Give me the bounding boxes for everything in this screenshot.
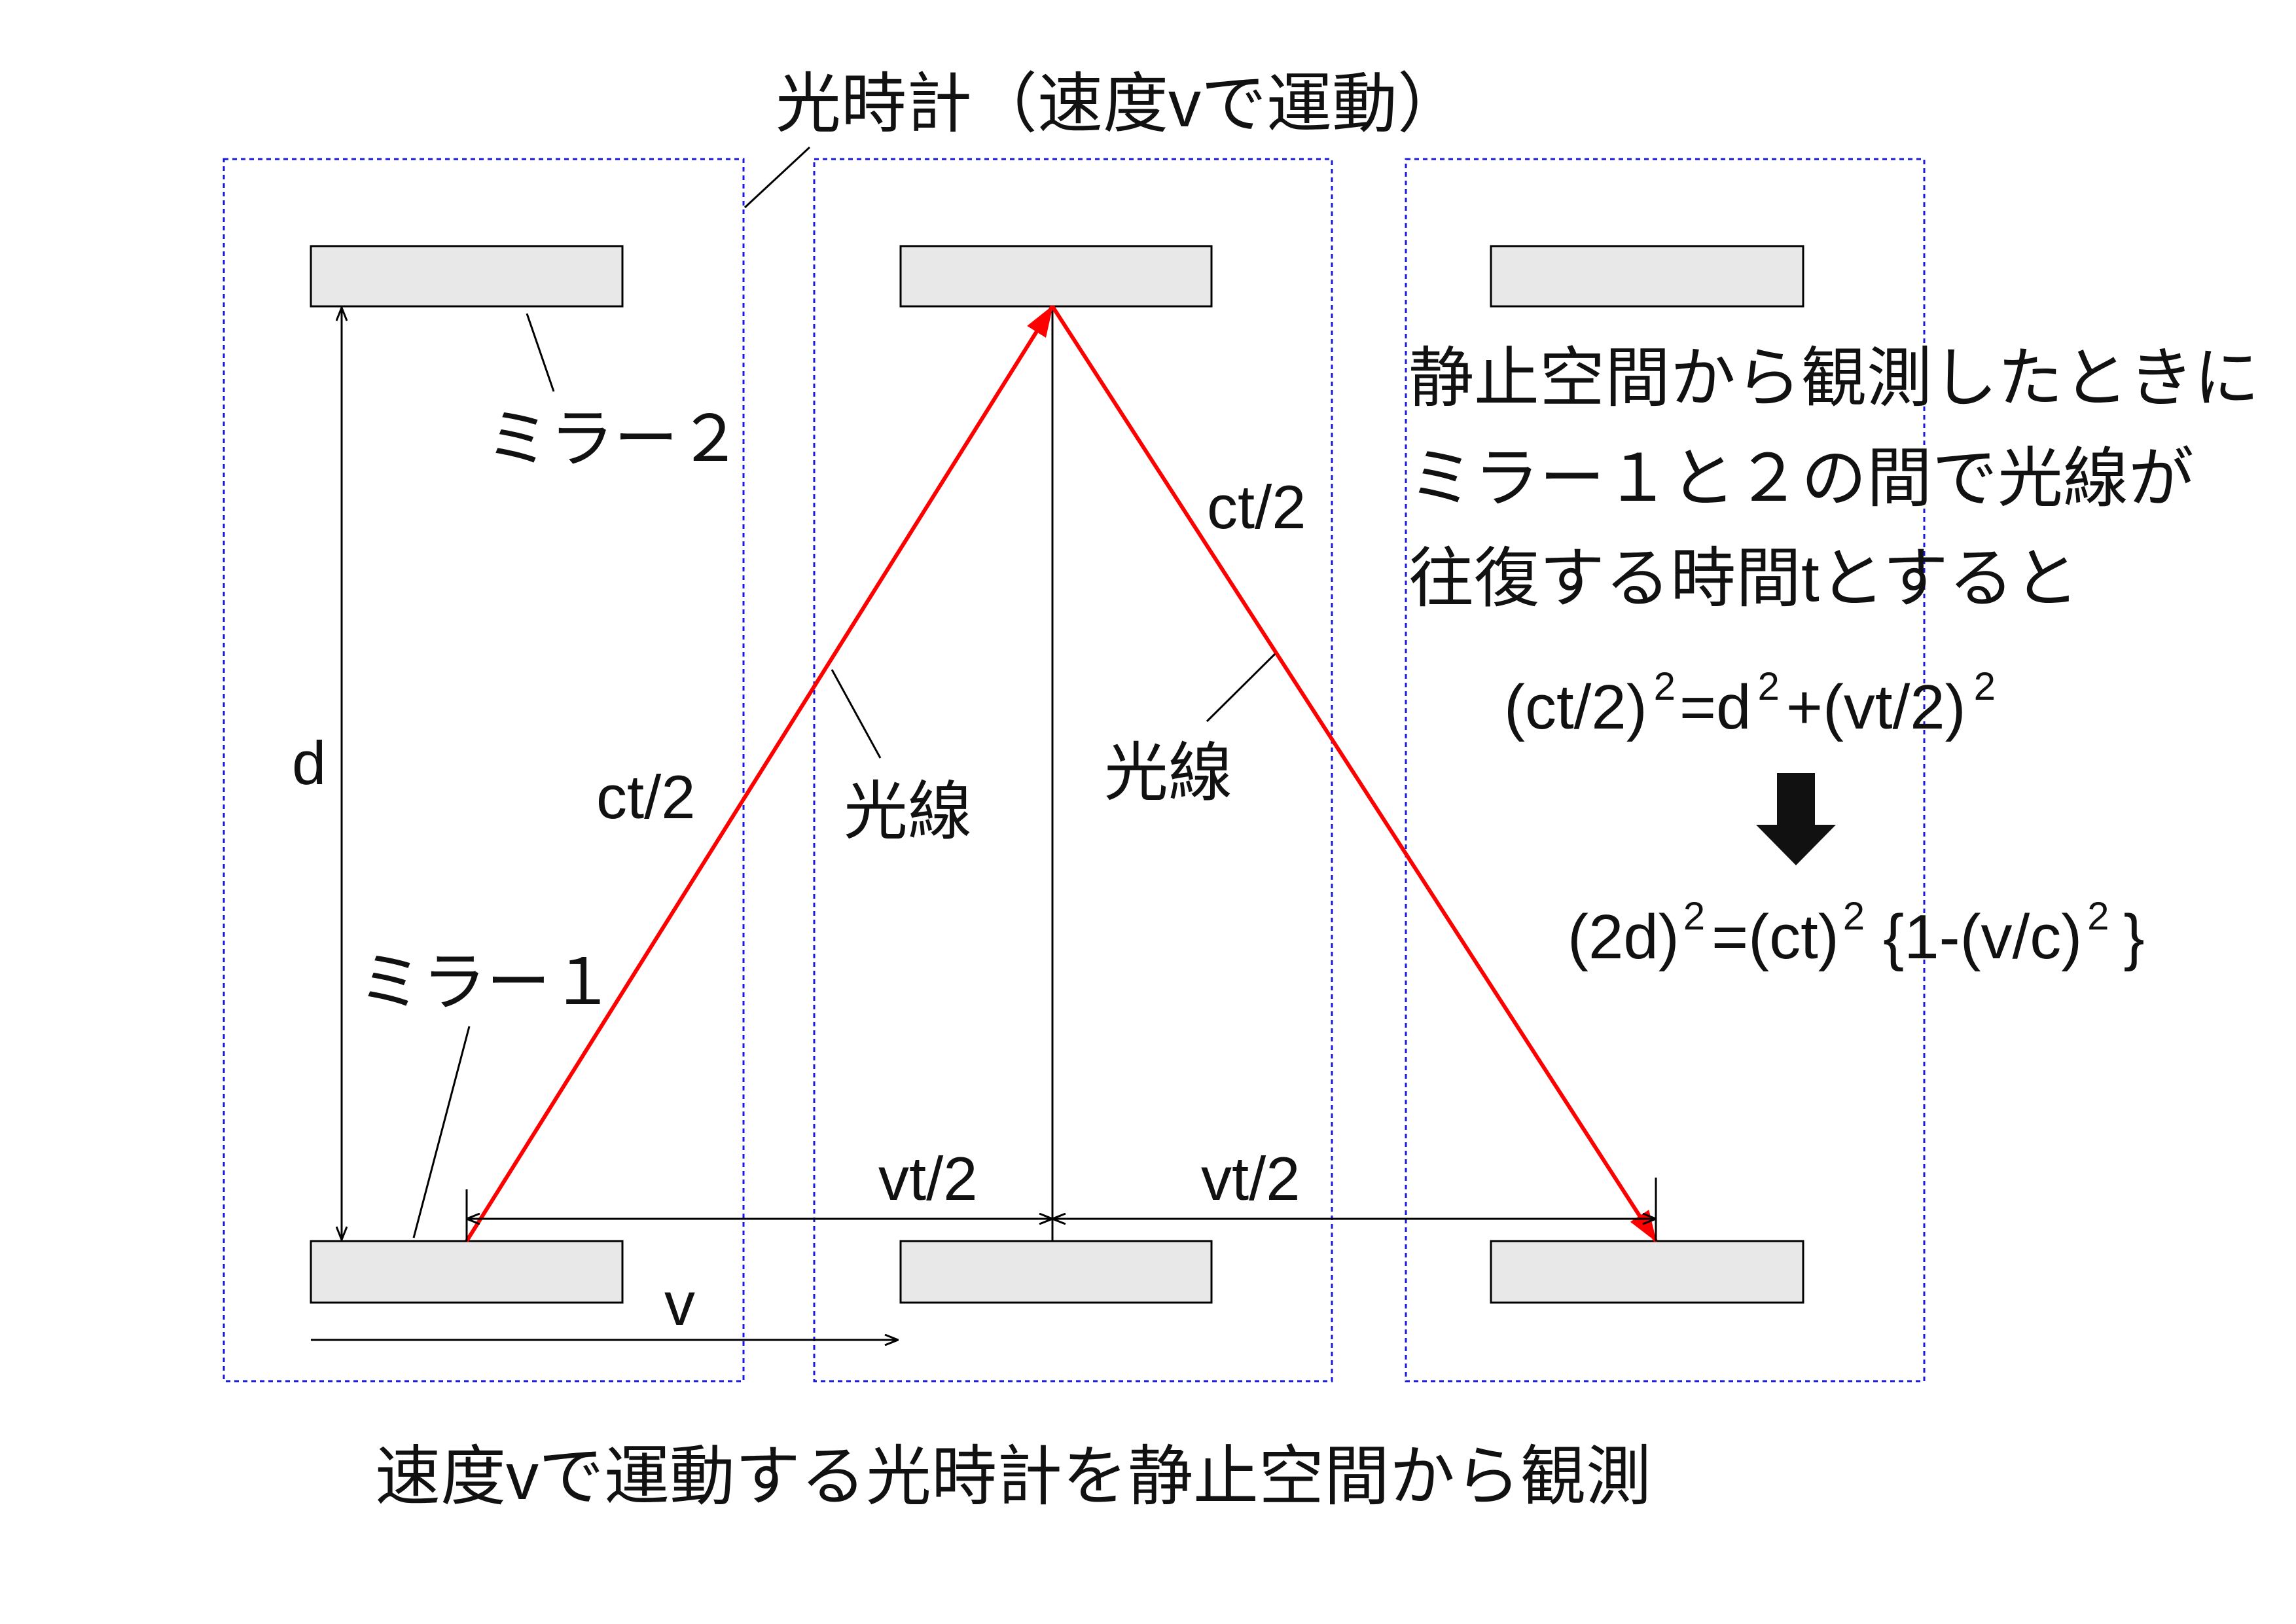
label-ray-right: 光線: [1104, 736, 1232, 808]
mirror-bottom-3: [1490, 1240, 1804, 1304]
mirror-top-3: [1490, 245, 1804, 308]
equation-1-exponent: 2: [1974, 664, 1996, 708]
equation-2-term: (2d): [1568, 902, 1679, 972]
clock-frame-1: [223, 158, 745, 1382]
light-ray-down: [1050, 305, 1658, 1242]
label-ray-left: 光線: [844, 775, 972, 847]
caption: 速度vで運動する光時計を静止空間から観測: [375, 1440, 1651, 1513]
equation-2-exponent: 2: [2087, 894, 2109, 938]
equation-1-term: (ct/2): [1504, 672, 1647, 742]
title: 光時計（速度vで運動）: [776, 67, 1463, 141]
equation-2: (2d)2=(ct)2{1-(v/c)2}: [1568, 894, 2145, 972]
equation-2-exponent: 2: [1843, 894, 1865, 938]
mirror-bottom-2: [899, 1240, 1213, 1304]
equation-1-exponent: 2: [1758, 664, 1780, 708]
equation-2-term: }: [2124, 902, 2145, 972]
label-ct2-left: ct/2: [596, 763, 696, 831]
explanation-line-2: ミラー１と２の間で光線が: [1408, 442, 2194, 515]
mirror-1-leader-line: [412, 1026, 471, 1238]
equation-2-exponent: 2: [1683, 894, 1705, 938]
label-ct2-right: ct/2: [1207, 473, 1306, 541]
mirror-top-1: [310, 245, 624, 308]
clock-frame-3: [1405, 158, 1926, 1382]
ray-right-leader-line: [1206, 653, 1276, 723]
explanation-line-3: 往復する時間tとすると: [1408, 542, 2079, 615]
equation-1-exponent: 2: [1654, 664, 1676, 708]
mirror-2-leader-line: [526, 313, 555, 392]
clock-frame-2: [813, 158, 1333, 1382]
equation-2-term: =(ct): [1712, 902, 1839, 972]
label-mirror-1: ミラー１: [358, 946, 615, 1018]
equation-2-term: {1-(v/c): [1883, 902, 2082, 972]
ray-left-leader-line: [831, 669, 882, 759]
mirror-bottom-1: [310, 1240, 624, 1304]
title-leader-line: [744, 146, 811, 209]
mirror-top-2: [899, 245, 1213, 308]
label-vt2-right: vt/2: [1201, 1144, 1300, 1213]
equation-1-term: =d: [1679, 672, 1751, 742]
label-v: v: [664, 1269, 695, 1338]
label-vt2-left: vt/2: [878, 1144, 978, 1213]
label-mirror-2: ミラー２: [486, 403, 742, 475]
label-d: d: [292, 729, 326, 797]
equation-1-term: +(vt/2): [1786, 672, 1966, 742]
down-arrow-icon: [1756, 773, 1836, 865]
light-ray-up: [465, 305, 1054, 1242]
explanation-line-1: 静止空間から観測したときに: [1408, 342, 2259, 415]
